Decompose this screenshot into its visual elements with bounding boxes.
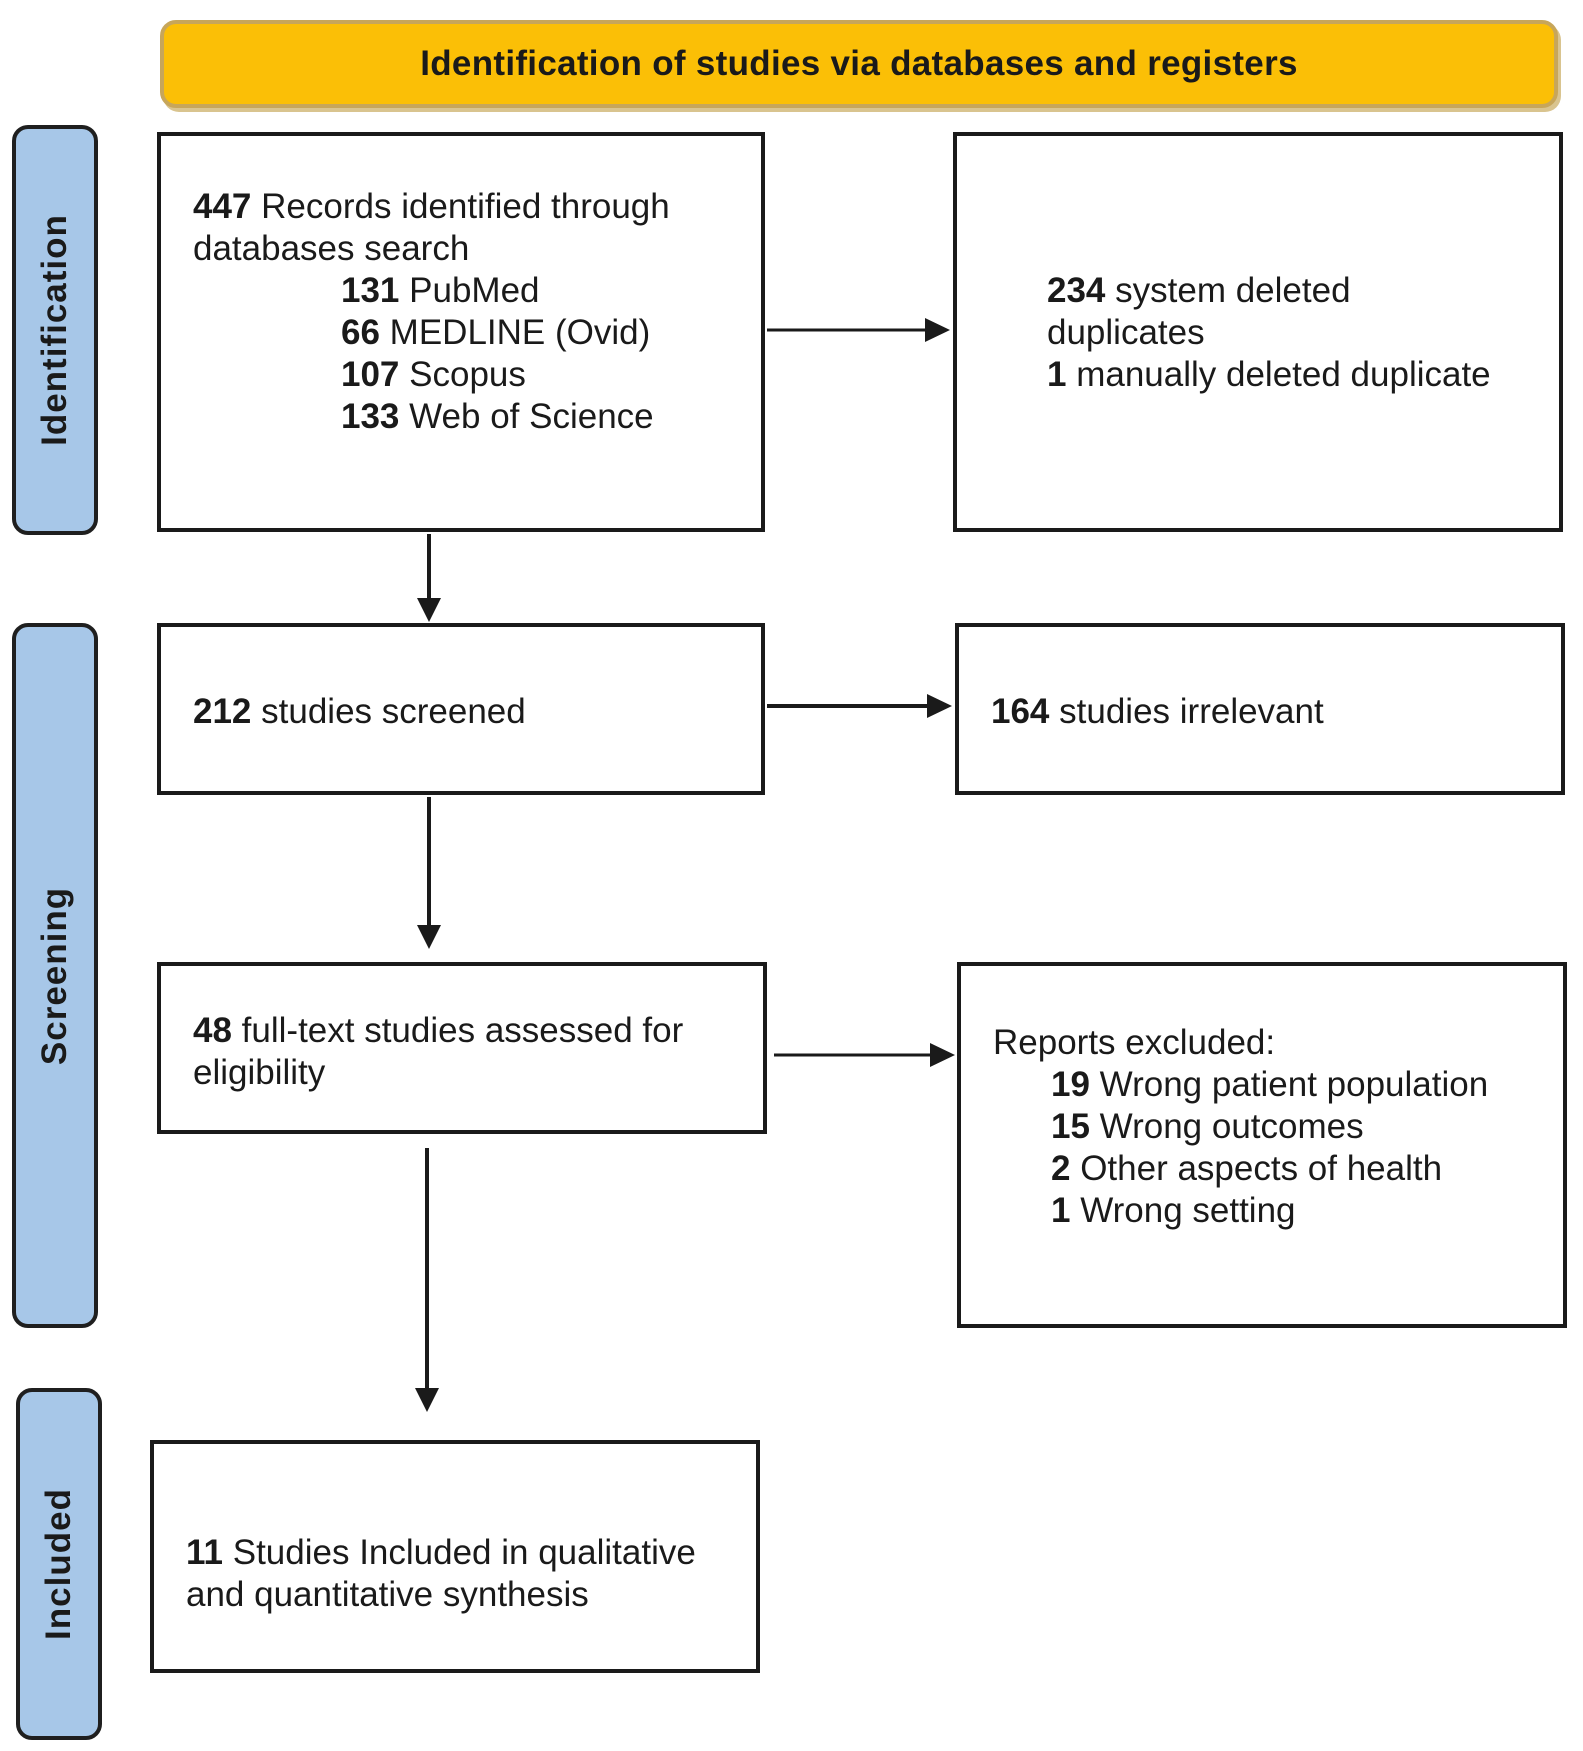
source-item: 66 MEDLINE (Ovid) xyxy=(341,312,650,354)
source-label: Scopus xyxy=(409,355,526,394)
included-text-2: and quantitative synthesis xyxy=(186,1575,589,1614)
source-count: 66 xyxy=(341,313,380,352)
duplicates-system-count: 234 xyxy=(1047,271,1106,310)
arrow-fulltext-to-excluded xyxy=(774,1043,955,1067)
excluded-reason-item: 1 Wrong setting xyxy=(1051,1190,1296,1232)
studies-included-box: 11 Studies Included in qualitative and q… xyxy=(150,1440,760,1673)
records-total-text-2: databases search xyxy=(193,229,470,268)
studies-irrelevant-box: 164 studies irrelevant xyxy=(955,623,1565,795)
header-title: Identification of studies via databases … xyxy=(420,44,1298,83)
reports-excluded-box: Reports excluded: 19 Wrong patient popul… xyxy=(957,962,1567,1328)
excluded-heading: Reports excluded: xyxy=(993,1023,1276,1062)
records-total-text-1: Records identified through xyxy=(261,187,670,226)
source-count: 131 xyxy=(341,271,400,310)
source-count: 107 xyxy=(341,355,400,394)
source-item: 131 PubMed xyxy=(341,270,540,312)
excluded-reason-label: Wrong outcomes xyxy=(1099,1107,1364,1146)
phase-included: Included xyxy=(16,1388,102,1740)
duplicates-manual-count: 1 xyxy=(1047,355,1067,394)
source-label: Web of Science xyxy=(409,397,654,436)
records-total-count: 447 xyxy=(193,187,252,226)
duplicates-system-text-1: system deleted xyxy=(1115,271,1351,310)
included-text-1: Studies Included in qualitative xyxy=(232,1533,696,1572)
header-banner: Identification of studies via databases … xyxy=(160,20,1558,108)
excluded-reason-count: 1 xyxy=(1051,1191,1071,1230)
fulltext-text-1: full-text studies assessed for xyxy=(241,1011,684,1050)
duplicates-system-text-2: duplicates xyxy=(1047,313,1205,352)
studies-screened-box: 212 studies screened xyxy=(157,623,765,795)
source-item: 133 Web of Science xyxy=(341,396,654,438)
excluded-reason-item: 15 Wrong outcomes xyxy=(1051,1106,1364,1148)
arrow-screened-to-irrelevant xyxy=(767,694,952,718)
duplicates-manual-text: manually deleted duplicate xyxy=(1076,355,1491,394)
excluded-reason-count: 2 xyxy=(1051,1149,1071,1188)
source-label: MEDLINE (Ovid) xyxy=(389,313,651,352)
excluded-reason-label: Other aspects of health xyxy=(1080,1149,1443,1188)
screened-count: 212 xyxy=(193,692,252,731)
arrow-fulltext-to-included xyxy=(415,1148,439,1412)
source-label: PubMed xyxy=(409,271,540,310)
records-identified-box: 447 Records identified through databases… xyxy=(157,132,765,532)
fulltext-assessed-box: 48 full-text studies assessed for eligib… xyxy=(157,962,767,1134)
duplicates-box: 234 system deleted duplicates 1 manually… xyxy=(953,132,1563,532)
phase-identification: Identification xyxy=(12,125,98,535)
excluded-reason-count: 15 xyxy=(1051,1107,1090,1146)
source-item: 107 Scopus xyxy=(341,354,526,396)
screened-text: studies screened xyxy=(261,692,526,731)
excluded-reason-label: Wrong setting xyxy=(1080,1191,1296,1230)
excluded-reason-label: Wrong patient population xyxy=(1099,1065,1489,1104)
excluded-reason-item: 19 Wrong patient population xyxy=(1051,1064,1488,1106)
fulltext-count: 48 xyxy=(193,1011,232,1050)
source-count: 133 xyxy=(341,397,400,436)
arrow-screened-to-fulltext xyxy=(417,797,441,949)
excluded-reason-count: 19 xyxy=(1051,1065,1090,1104)
fulltext-text-2: eligibility xyxy=(193,1053,326,1092)
arrow-records-to-duplicates xyxy=(767,318,950,342)
excluded-reason-item: 2 Other aspects of health xyxy=(1051,1148,1442,1190)
phase-screening: Screening xyxy=(12,623,98,1328)
included-count: 11 xyxy=(186,1533,223,1572)
arrow-records-to-screened xyxy=(417,534,441,622)
irrelevant-count: 164 xyxy=(991,692,1050,731)
irrelevant-text: studies irrelevant xyxy=(1059,692,1324,731)
